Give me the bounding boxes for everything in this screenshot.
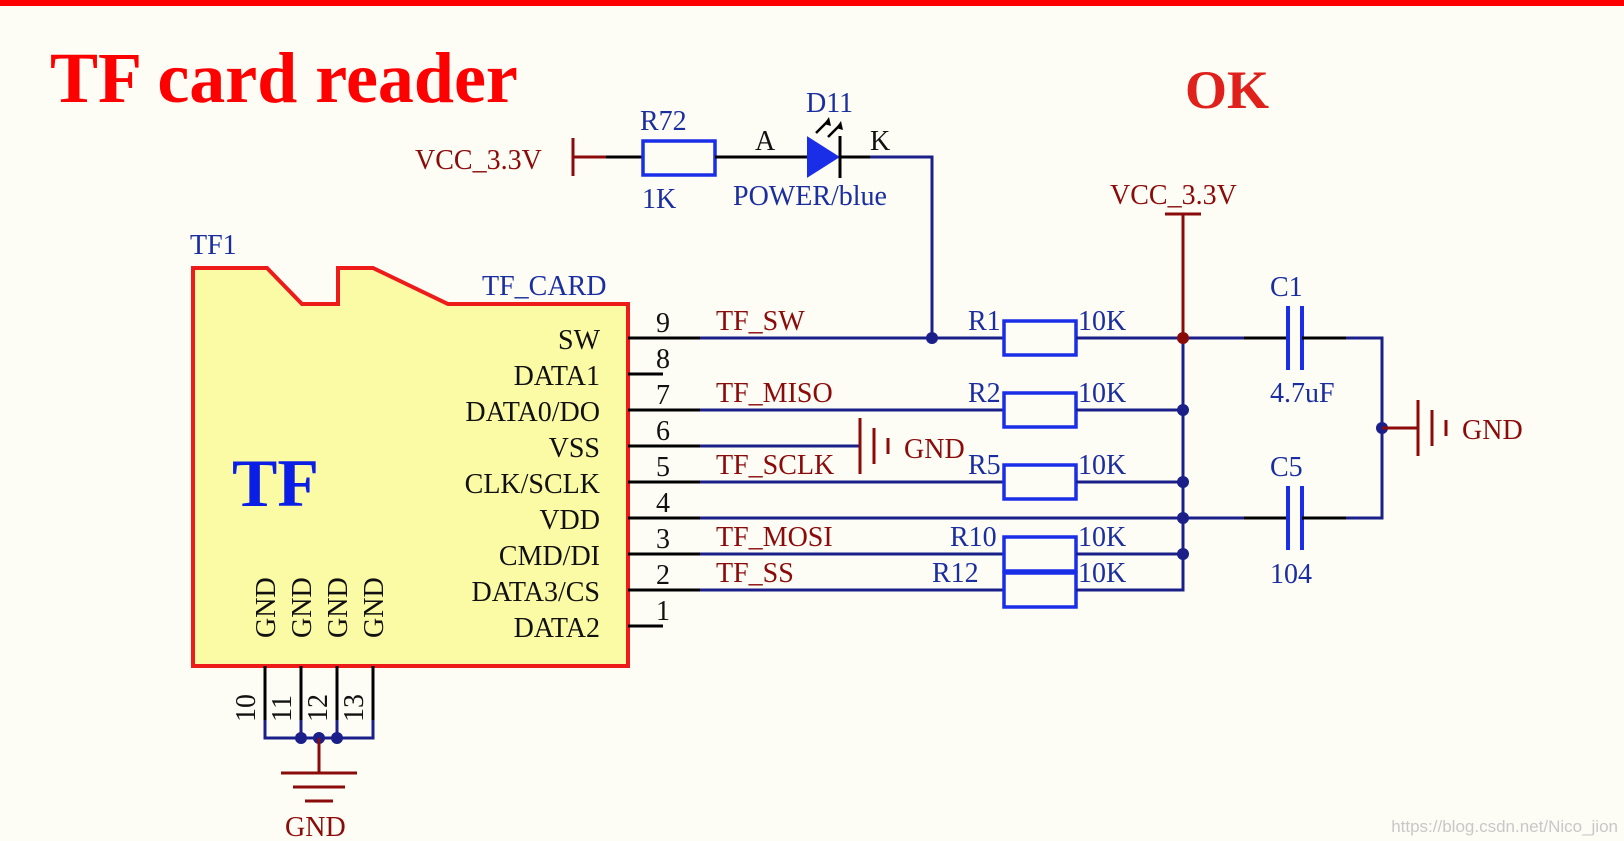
tf-card-symbol: TF1 TF_CARD TF SW DATA1 DATA0/DO VSS CLK… [190,230,700,841]
pin-name-clk: CLK/SCLK [465,469,600,500]
r10-ref: R10 [950,522,997,553]
gnd-pin-name-10: GND [251,577,282,638]
gnd-pin-num-11: 11 [267,695,298,722]
resistor-r2 [1002,391,1078,429]
led-cathode-label: K [870,126,890,157]
r72-ref: R72 [640,106,687,137]
pin-num-9: 9 [656,308,670,339]
r2-value: 10K [1078,378,1126,409]
net-label-tf-ss: TF_SS [716,558,794,589]
pin-num-8: 8 [656,344,670,375]
c5-value: 104 [1270,559,1312,590]
pin-num-1: 1 [656,596,670,627]
gnd-label-vss: GND [904,434,965,465]
vcc-left-label: VCC_3.3V [415,145,542,176]
d11-ref: D11 [806,88,853,119]
r1-value: 10K [1078,306,1126,337]
card-body [191,266,630,668]
pin-name-vss: VSS [549,433,600,464]
pin-name-data3: DATA3/CS [472,577,600,608]
r1-ref: R1 [968,306,1001,337]
pin-num-3: 3 [656,524,670,555]
pin-num-6: 6 [656,416,670,447]
gnd-pin-num-12: 12 [303,694,334,722]
status-ok-label: OK [1185,60,1269,120]
pin-name-cmd: CMD/DI [499,541,600,572]
pin-name-sw: SW [558,325,601,356]
resistor-r10 [1002,535,1078,573]
r5-ref: R5 [968,450,1001,481]
led-branch: VCC_3.3V R72 1K A D11 K POWER/blue [415,88,934,338]
resistor-r12 [1002,571,1078,609]
c1-value: 4.7uF [1270,378,1335,409]
pin-num-7: 7 [656,380,670,411]
led-d11 [807,136,840,178]
pin-num-5: 5 [656,452,670,483]
resistor-r5 [1002,463,1078,501]
page-title: TF card reader [50,38,518,118]
pullup-resistors: R1 R2 R5 R10 R12 10K 10K 10K 10K 10K VCC… [932,180,1244,609]
d11-value: POWER/blue [733,181,887,212]
gnd-pin-num-13: 13 [339,694,370,722]
r2-ref: R2 [968,378,1001,409]
net-label-tf-miso: TF_MISO [716,378,833,409]
pin-num-4: 4 [656,488,670,519]
top-accent-bar [0,0,1624,6]
gnd-label-caps: GND [1462,415,1523,446]
pin-name-data2: DATA2 [514,613,600,644]
card-big-label: TF [232,445,319,521]
resistor-r1 [1002,319,1078,357]
c5-ref: C5 [1270,452,1303,483]
r12-value: 10K [1078,558,1126,589]
net-wires [700,332,1244,592]
gnd-label-bottom: GND [285,812,346,841]
ground-symbol-vss: GND [858,418,965,474]
gnd-pin-num-10: 10 [231,694,262,722]
card-part-name: TF_CARD [482,271,606,302]
net-label-tf-sw: TF_SW [716,306,805,337]
led-anode-label: A [755,126,776,157]
r10-value: 10K [1078,522,1126,553]
r5-value: 10K [1078,450,1126,481]
vcc-right-label: VCC_3.3V [1110,180,1237,211]
c1-ref: C1 [1270,272,1303,303]
pin-name-data0: DATA0/DO [465,397,600,428]
r72-value: 1K [642,184,676,215]
r12-ref: R12 [932,558,979,589]
pin-name-data1: DATA1 [514,361,600,392]
pin-name-vdd: VDD [539,505,600,536]
gnd-pin-name-11: GND [287,577,318,638]
resistor-r72 [641,139,717,177]
net-label-tf-mosi: TF_MOSI [716,522,833,553]
gnd-pin-name-12: GND [323,577,354,638]
net-label-tf-sclk: TF_SCLK [716,450,834,481]
gnd-pin-name-13: GND [359,577,390,638]
pin-num-2: 2 [656,560,670,591]
watermark-text: https://blog.csdn.net/Nico_jion [1391,817,1618,836]
decoupling-capacitors: C1 4.7uF C5 104 GND [1244,272,1523,590]
card-designator: TF1 [190,230,237,261]
